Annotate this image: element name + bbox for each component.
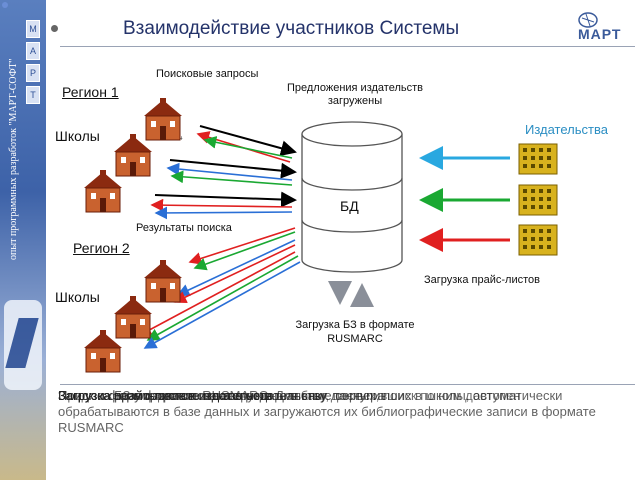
result-arrow [188,227,296,265]
page-title: Взаимодействие участников Системы [123,18,460,39]
result-arrow [146,255,299,341]
result-arrow [166,162,293,181]
footer-divider [60,384,635,385]
result-arrow [138,251,296,336]
search-queries-label: Поисковые запросы [156,68,259,80]
result-arrow [154,206,293,220]
footer-line: Загрузка результатов поиска в региональн… [58,388,385,403]
publisher-building-icon [518,143,558,175]
region2-result-arrows [138,227,301,349]
region2-label: Регион 2 [73,240,130,256]
school-icon [84,170,122,213]
title-divider [60,46,635,47]
rusmarc-exchange-icon [328,281,374,307]
region1-query-arrows [150,125,297,220]
result-arrow [203,136,293,159]
publishers-label: Издательства [525,122,608,137]
schools2-label: Школы [55,289,100,305]
footer-line: Загрузка БЗ в формате RUSMARC: Для книг,… [58,388,596,435]
sidebar-tile: А [26,42,40,60]
query-arrow [169,159,297,179]
school-icon [114,134,152,177]
footer-line: Загрузка прайс-листов издательств [58,388,273,403]
sidebar-tile: Т [26,86,40,104]
result-arrow [170,170,293,186]
footer-line: Поиск и формирование заказа издательству [58,388,327,403]
sidebar-banner: опыт программных разработок "МАРТ-СОФТ" … [0,0,46,480]
sidebar-tile: Р [26,64,40,82]
result-arrow [173,244,296,303]
school-icon [114,296,152,339]
company-logo-icon [578,12,598,28]
search-results-label: Результаты поиска [136,222,232,234]
offers-loaded-label: Предложения издательств загружены [286,82,423,107]
publisher-building-icon [518,224,558,256]
svg-text:ꜜ: ꜜ [180,135,183,144]
school-icon: ꜜ [144,98,183,144]
result-arrow [176,239,296,297]
query-arrow [199,125,297,157]
publisher-building-icon [518,184,558,216]
school-icon [144,260,182,303]
sidebar-logo-tiles: М А Р Т [26,20,40,108]
database-label: БД [340,198,359,214]
price-upload-label: Загрузка прайс-листов [424,274,540,286]
sidebar-tile: М [26,20,40,38]
region1-label: Регион 1 [62,84,119,100]
result-arrow [150,198,293,212]
rusmarc-upload-label: Загрузка БЗ в формате RUSMARC [295,319,415,345]
sidebar-logo-icon [4,300,42,390]
result-arrow [193,231,296,271]
footer-notes: Загрузка прайс-листов издательств Поиск … [58,388,628,458]
school-icon [84,330,122,373]
schools1-label: Школы [55,128,100,144]
footer-line: Предложения издательств загружены в базу… [58,388,521,403]
result-arrow [143,261,301,349]
title-bullet [51,25,58,32]
sidebar-dot [2,2,8,8]
database-icon [301,121,403,273]
query-arrow [154,191,297,208]
company-logo-text: МАРТ [578,26,622,42]
publisher-arrows [419,146,510,252]
